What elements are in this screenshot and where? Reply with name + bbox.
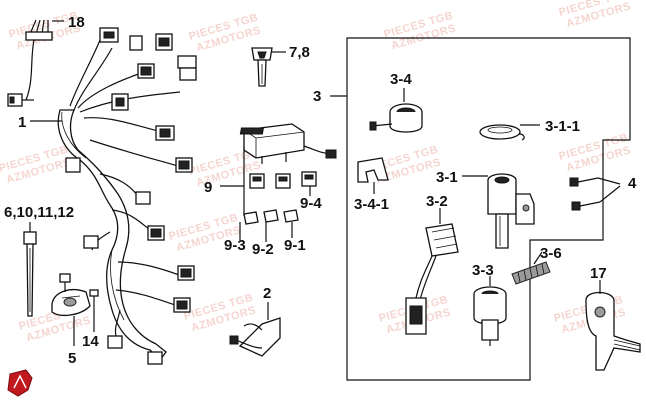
callout-9-3: 9-3: [224, 237, 246, 254]
leader-3-6: [533, 251, 543, 265]
callout-3-1-1: 3-1-1: [545, 118, 580, 135]
part-3-1-ignition-switch: [487, 173, 535, 249]
callout-9-2: 9-2: [252, 241, 274, 258]
leader-4: [597, 177, 621, 203]
callout-3-4: 3-4: [390, 71, 412, 88]
callout-9-1: 9-1: [284, 237, 306, 254]
part-9-4-relays: [249, 171, 317, 189]
part-5-small-bolt: [59, 273, 71, 292]
callout-3-3: 3-3: [472, 262, 494, 279]
callout-17: 17: [590, 265, 607, 282]
part-3-4-lock-cylinder: [369, 103, 423, 133]
part-6-cable-tie: [23, 231, 37, 317]
callout-9-4: 9-4: [300, 195, 322, 212]
callout-3: 3: [313, 88, 321, 105]
part-2-bracket: [229, 317, 281, 357]
part-7-8-key: [251, 47, 273, 87]
part-14-bolt: [89, 289, 99, 306]
callout-7-8: 7,8: [289, 44, 310, 61]
callout-3-6: 3-6: [540, 245, 562, 262]
callout-3-2: 3-2: [426, 193, 448, 210]
part-9-relay-box: [239, 123, 337, 164]
part-5-clamp: [51, 289, 91, 317]
part-3-6-sleeve: [511, 261, 551, 285]
az-motors-shield-icon: [7, 369, 33, 397]
part-1-main-harness: [57, 27, 197, 365]
callout-3-1: 3-1: [436, 169, 458, 186]
callout-5: 5: [68, 350, 76, 367]
part-17-bracket: [585, 291, 641, 371]
callout-18: 18: [68, 14, 85, 31]
part-18-sub-harness: [7, 19, 53, 107]
part-4-screws: [569, 177, 601, 211]
part-3-2-switch-harness: [405, 223, 459, 335]
callout-4: 4: [628, 175, 637, 192]
callout-14: 14: [82, 333, 99, 350]
part-3-1-1-cap: [479, 124, 525, 141]
part-3-3-seat-lock: [473, 286, 507, 346]
callout-2: 2: [263, 285, 271, 302]
part-3-4-1-clip: [357, 157, 389, 183]
callout-3-4-1: 3-4-1: [354, 196, 389, 213]
callout-6-10-11-12: 6,10,11,12: [4, 204, 74, 221]
group-3-frame: [330, 37, 631, 381]
part-9-fuses: [243, 209, 299, 225]
callout-1: 1: [18, 114, 26, 131]
callout-9: 9: [204, 179, 212, 196]
